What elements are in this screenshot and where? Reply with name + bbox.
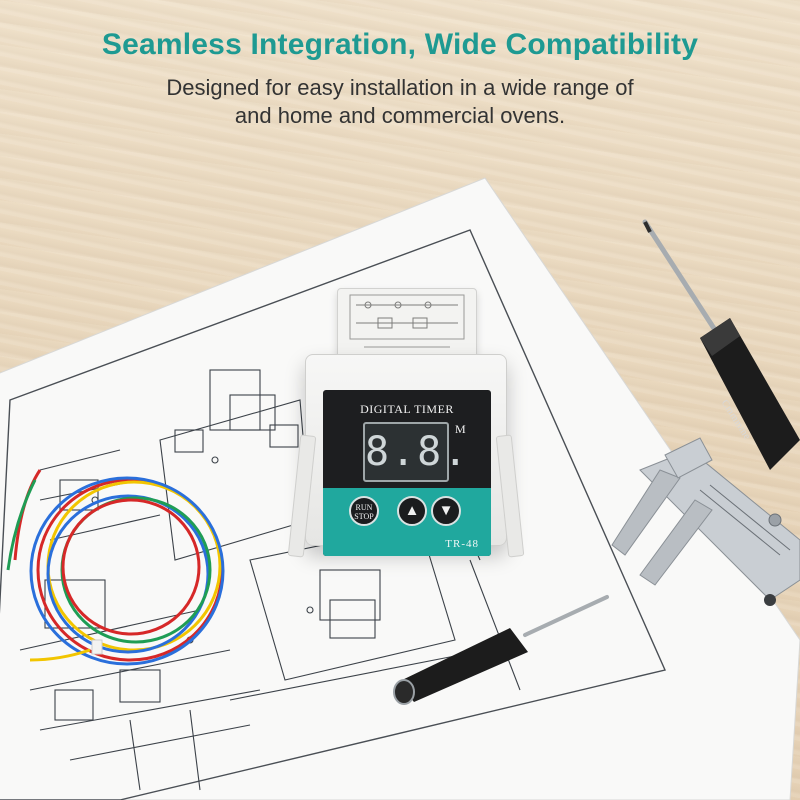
caliper [611, 437, 800, 606]
screwdriver-small [393, 595, 609, 705]
timer-face-container: DIGITAL TIMER 8.8. M RUN STOP ▲ ▼ TR-48 [305, 354, 505, 556]
seven-segment-display: 8.8. [363, 422, 467, 482]
headline: Seamless Integration, Wide Compatibility [101, 28, 699, 61]
coiled-wires [6, 469, 225, 666]
run-stop-button: RUN STOP [349, 496, 379, 526]
keypad: RUN STOP ▲ ▼ TR-48 [323, 488, 491, 556]
timer-face-label: DIGITAL TIMER [360, 402, 454, 416]
subtitle-line-2: and home and commercial ovens. [234, 103, 566, 128]
run-label: RUN [355, 503, 373, 512]
display-unit: M [455, 422, 466, 436]
stop-label: STOP [354, 512, 374, 521]
screwdriver-large [642, 219, 800, 470]
timer-faceplate: DIGITAL TIMER 8.8. M RUN STOP ▲ ▼ TR-48 [323, 390, 491, 556]
up-arrow-button: ▲ [397, 496, 427, 526]
down-arrow-button: ▼ [431, 496, 461, 526]
digital-timer-device: DIGITAL TIMER 8.8. M RUN STOP ▲ ▼ TR-48 [287, 288, 525, 558]
subtitle-line-1: Designed for easy installation in a wide… [166, 75, 634, 100]
model-label: TR-48 [445, 538, 479, 550]
